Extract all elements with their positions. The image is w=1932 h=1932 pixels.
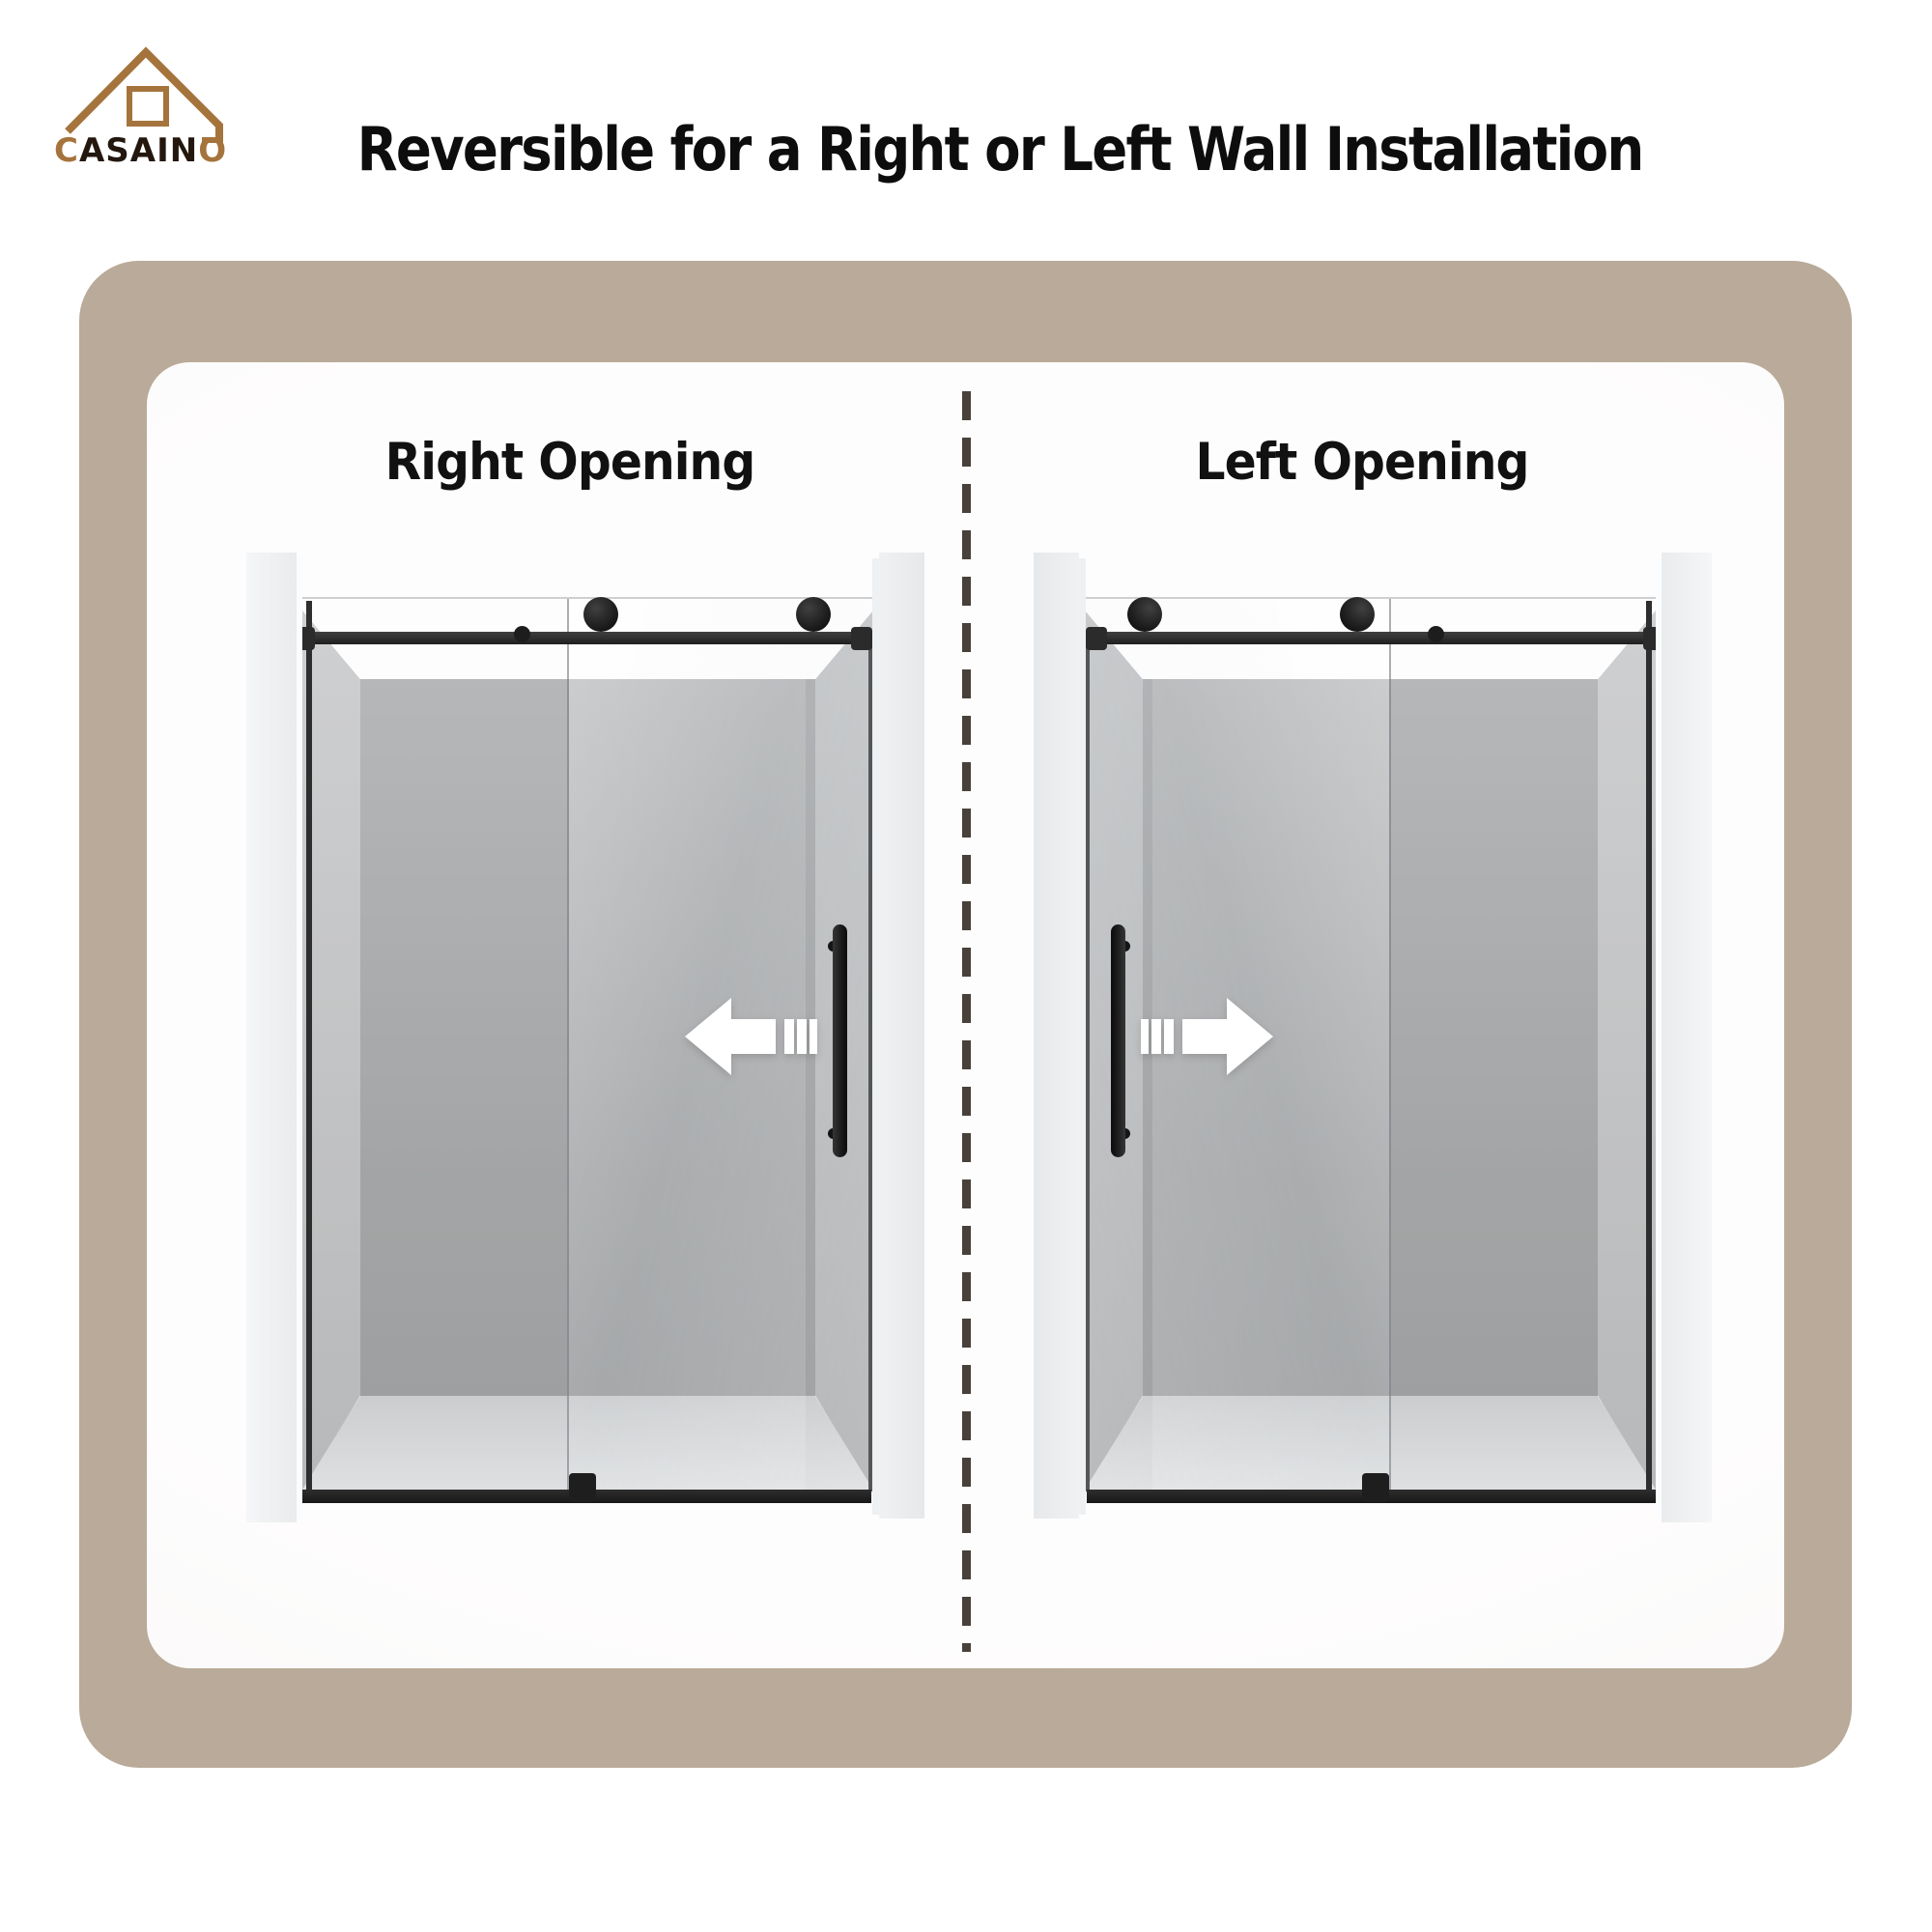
shower-render-right-opening	[239, 551, 924, 1526]
door-handle	[1111, 924, 1125, 1157]
heading-right-opening: Right Opening	[384, 433, 756, 492]
wall-pillar-left	[246, 553, 297, 1522]
wall-pillar-right-side	[872, 558, 879, 1515]
rail-bracket-right	[851, 627, 872, 650]
top-rail	[306, 632, 870, 644]
glass-top-edge	[1085, 597, 1656, 599]
slide-direction-arrow-icon	[685, 998, 817, 1075]
brand-letter-o: O	[198, 131, 228, 170]
wall-pillar-left-side	[1079, 558, 1086, 1515]
dashed-divider-line	[962, 391, 971, 1652]
shower-render-left-opening	[1034, 551, 1719, 1526]
rail-stopper-knob	[514, 626, 530, 642]
logo-roof-icon	[65, 46, 223, 143]
glass-top-edge	[302, 597, 873, 599]
roller-rear	[1340, 597, 1375, 632]
rail-bracket-right	[1086, 627, 1107, 650]
vertical-frame-seal-left	[1646, 601, 1652, 1503]
roller-front	[796, 597, 831, 632]
roller-rear	[583, 597, 618, 632]
brand-letters-mid: ASAIN	[78, 131, 199, 170]
wall-pillar-left-side	[297, 558, 302, 1519]
brand-letter-c: C	[54, 131, 79, 170]
shower-side-wall-left	[302, 611, 360, 1492]
door-handle	[833, 924, 847, 1157]
floor-guide-block	[1362, 1473, 1389, 1502]
wall-pillar-right	[1662, 553, 1712, 1522]
brand-wordmark: CASAINO	[54, 131, 227, 170]
floor-guide-block	[569, 1473, 596, 1502]
top-rail	[1088, 632, 1652, 644]
wall-pillar-right	[879, 553, 924, 1519]
vertical-frame-seal-left	[306, 601, 312, 1503]
vertical-frame-seal-right	[868, 643, 873, 1492]
roller-front	[1127, 597, 1162, 632]
heading-left-opening: Left Opening	[1195, 433, 1529, 492]
slide-direction-arrow-icon	[1141, 998, 1273, 1075]
wall-pillar-left	[1034, 553, 1079, 1519]
rail-stopper-knob	[1428, 626, 1444, 642]
wall-pillar-right-side	[1656, 558, 1662, 1519]
page-title: Reversible for a Right or Left Wall Inst…	[356, 114, 1645, 185]
